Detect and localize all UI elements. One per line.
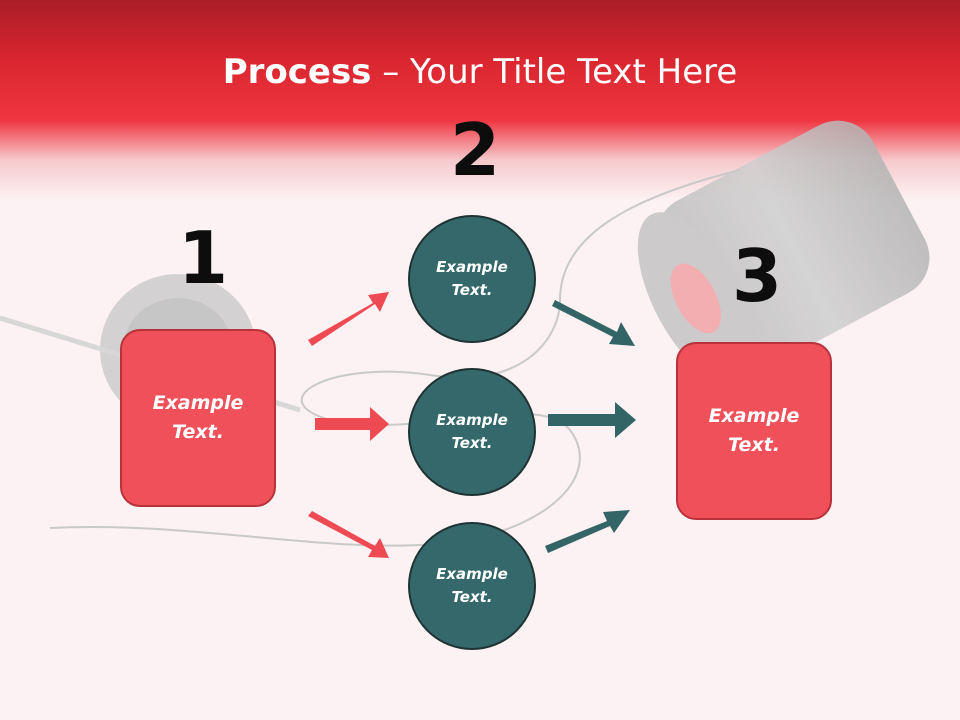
title-rest: – Your Title Text Here — [371, 52, 738, 92]
step3-text: Example Text. — [708, 405, 800, 456]
arrow-red-right — [315, 407, 389, 441]
step3-box: Example Text. — [676, 342, 832, 520]
arrow-teal-up — [545, 510, 630, 553]
step2-top-text: Example Text. — [436, 258, 508, 299]
step1-box: Example Text. — [120, 329, 276, 507]
step2-circle-top: Example Text. — [408, 215, 536, 343]
page-title: Process – Your Title Text Here — [0, 52, 960, 92]
step-number-1: 1 — [178, 216, 229, 300]
arrow-red-down — [308, 511, 389, 558]
arrow-red-up — [308, 292, 389, 346]
step2-bottom-text: Example Text. — [436, 565, 508, 606]
step2-middle-text: Example Text. — [436, 411, 508, 452]
arrow-teal-down — [552, 300, 635, 346]
step2-circle-bottom: Example Text. — [408, 522, 536, 650]
step2-circle-middle: Example Text. — [408, 368, 536, 496]
step-number-3: 3 — [732, 234, 783, 318]
title-bold: Process — [222, 52, 372, 92]
arrow-teal-right — [548, 402, 636, 438]
step1-text: Example Text. — [152, 392, 244, 443]
step-number-2: 2 — [450, 108, 501, 192]
